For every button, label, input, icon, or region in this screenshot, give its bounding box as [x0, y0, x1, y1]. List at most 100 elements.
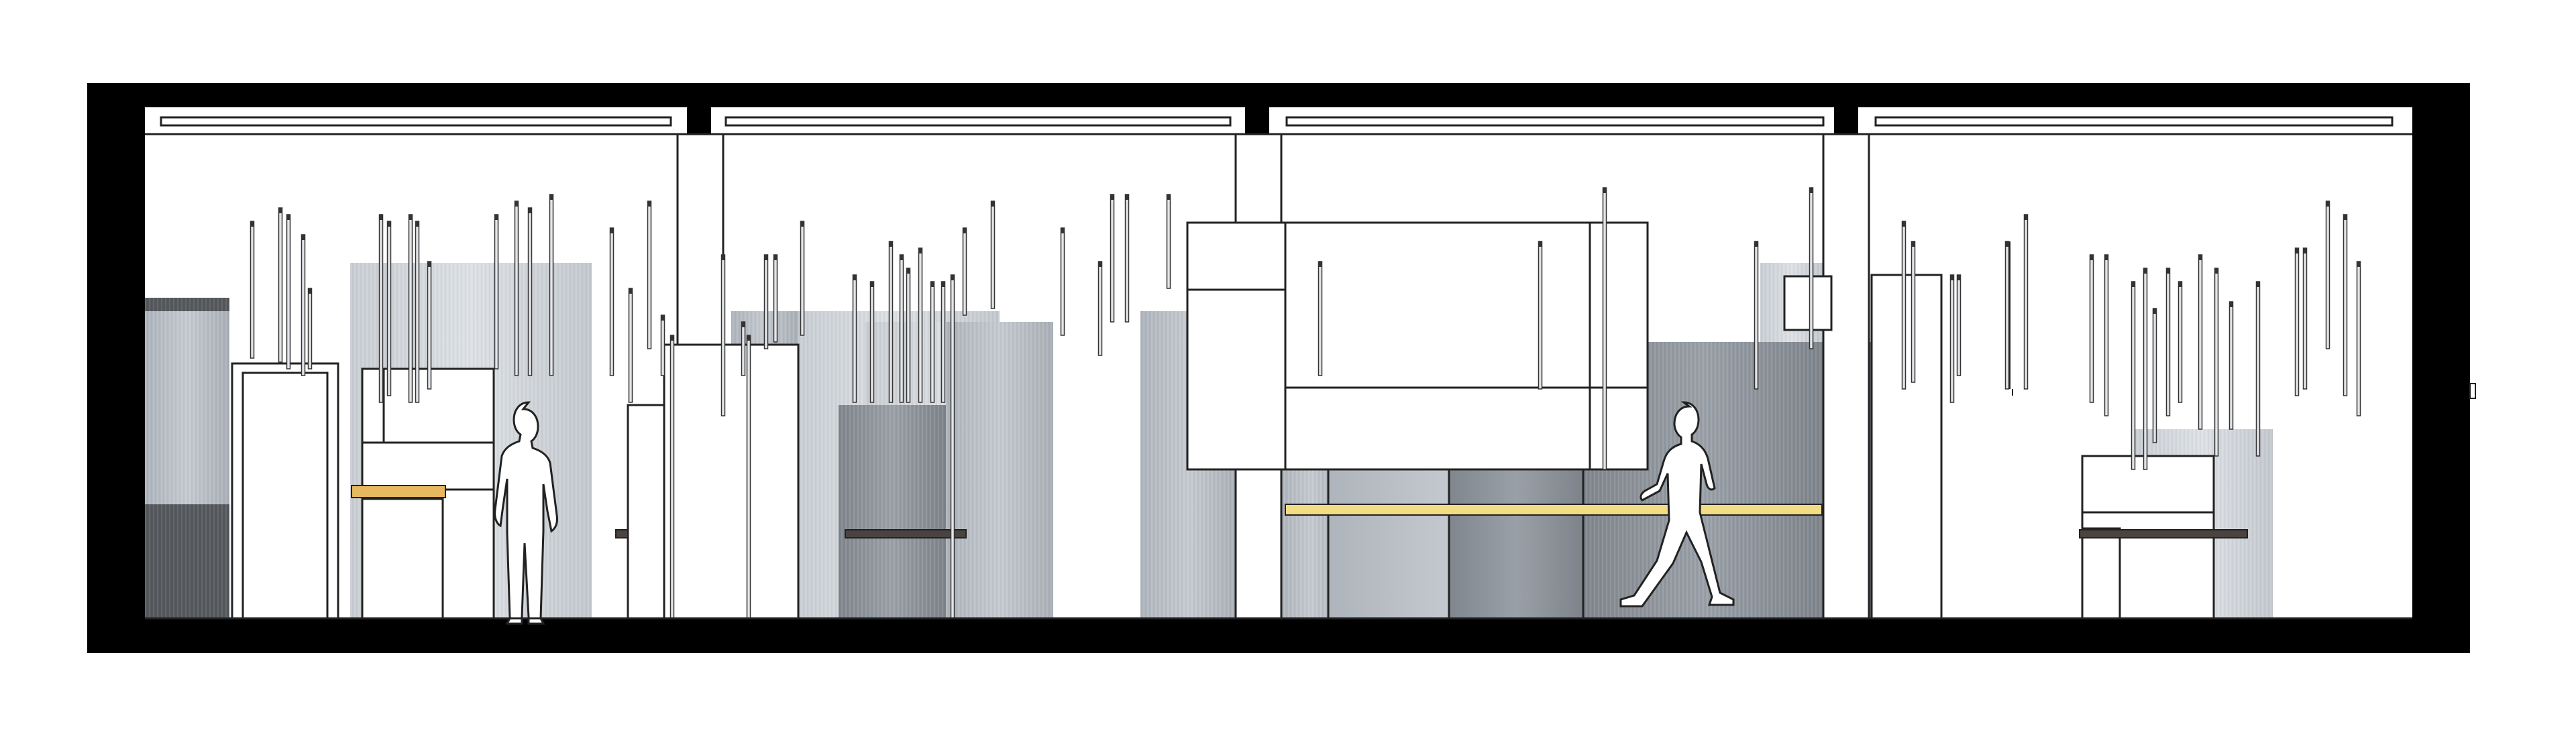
hanging-rod — [2343, 214, 2348, 396]
wall-plate — [2469, 383, 2476, 399]
rod-cap — [1957, 275, 1961, 280]
rod-cap — [528, 208, 532, 213]
rod-cap — [2178, 282, 2182, 287]
rod-cap — [494, 215, 498, 220]
hanging-rod — [918, 247, 923, 403]
hanging-rod — [746, 335, 751, 619]
rod-cap — [647, 201, 651, 207]
rod-cap — [2256, 282, 2260, 287]
hanging-rod — [250, 221, 255, 359]
hanging-rod — [2089, 254, 2094, 403]
rod-cap — [387, 221, 391, 227]
rod-cap — [250, 221, 254, 227]
cabinet-box — [441, 488, 495, 620]
cabinet-box — [1783, 275, 1833, 331]
hanging-rod — [628, 288, 633, 403]
rod-cap — [379, 215, 383, 220]
rod-cap — [930, 282, 934, 287]
cabinet-box — [2081, 527, 2121, 620]
rod-cap — [2166, 268, 2170, 274]
hanging-rod — [906, 268, 911, 403]
rod-cap — [409, 215, 413, 220]
lower-cabinet — [1448, 468, 1585, 620]
rod-cap — [853, 275, 857, 280]
rod-cap — [1167, 194, 1171, 200]
hanging-rod — [2302, 247, 2308, 390]
standing-person-figure — [494, 401, 558, 625]
shelf — [845, 529, 967, 538]
rod-cap — [2326, 201, 2330, 207]
hanging-rod — [286, 214, 291, 370]
hanging-rod — [2356, 261, 2361, 416]
hanging-rod — [930, 281, 935, 403]
hanging-rod — [514, 201, 519, 376]
rod-cap — [670, 335, 674, 341]
rod-cap — [2143, 268, 2147, 274]
rod-cap — [1911, 241, 1915, 247]
hanging-rod — [1110, 194, 1115, 323]
rod-cap — [800, 221, 804, 227]
panel-texture — [145, 504, 229, 618]
hanging-rod — [941, 281, 946, 403]
rod-cap — [1318, 262, 1322, 267]
hanging-rod — [800, 221, 805, 336]
cabinet-box — [1870, 274, 1943, 620]
hanging-rod — [660, 315, 665, 376]
hanging-rod — [2214, 268, 2219, 457]
hanging-rod — [2143, 268, 2148, 470]
hanging-rod — [962, 227, 967, 316]
hanging-rod — [494, 214, 499, 370]
hanging-rod — [2104, 254, 2109, 416]
rod-cap — [549, 194, 553, 200]
cabinet-box — [1589, 221, 1649, 389]
rod-cap — [2104, 255, 2108, 260]
hanging-rod — [2152, 308, 2157, 443]
hanging-rod — [2131, 281, 2136, 470]
hanging-rod — [720, 254, 726, 416]
shelf — [2079, 529, 2248, 538]
hanging-rod — [1124, 194, 1130, 323]
hanging-rod — [669, 335, 675, 619]
rod-cap — [301, 235, 305, 240]
shelf — [351, 485, 446, 498]
rod-cap — [2229, 302, 2233, 307]
rod-cap — [415, 221, 419, 227]
rod-cap — [427, 262, 431, 267]
hanging-rod — [527, 207, 533, 376]
rod-cap — [773, 255, 777, 260]
hanging-rod — [1318, 261, 1323, 376]
cabinet-box — [663, 343, 800, 620]
hanging-rod — [1754, 241, 1759, 390]
hanging-rod — [301, 234, 306, 376]
hanging-rod — [278, 207, 283, 363]
hanging-rod — [1166, 194, 1171, 289]
rod-cap — [2357, 262, 2361, 267]
hanging-rod — [1809, 187, 1814, 349]
rod-cap — [2214, 268, 2218, 274]
hanging-rod — [386, 221, 392, 396]
hanging-rod — [869, 281, 875, 403]
rod-cap — [1603, 188, 1607, 193]
rod-cap — [1538, 241, 1542, 247]
ceiling-light-strips — [160, 116, 2394, 127]
hanging-rod — [1602, 187, 1607, 470]
rod-cap — [1098, 262, 1102, 267]
rod-cap — [906, 268, 910, 274]
walking-person-figure — [1619, 401, 1735, 608]
hanging-rod — [2198, 254, 2203, 430]
hanging-rod — [427, 261, 432, 390]
hanging-rod — [2178, 281, 2183, 403]
rod-cap — [951, 275, 955, 280]
rod-cap — [747, 335, 751, 341]
rod-cap — [1950, 275, 1954, 280]
rod-cap — [1110, 194, 1114, 200]
hanging-rod — [2255, 281, 2261, 457]
rod-cap — [721, 255, 725, 260]
rod-cap — [661, 315, 665, 321]
rod-cap — [870, 282, 874, 287]
hanging-rod — [1956, 274, 1962, 376]
hanging-rod — [647, 201, 652, 349]
cabinet-box — [241, 372, 329, 620]
hanging-rod — [852, 274, 857, 403]
